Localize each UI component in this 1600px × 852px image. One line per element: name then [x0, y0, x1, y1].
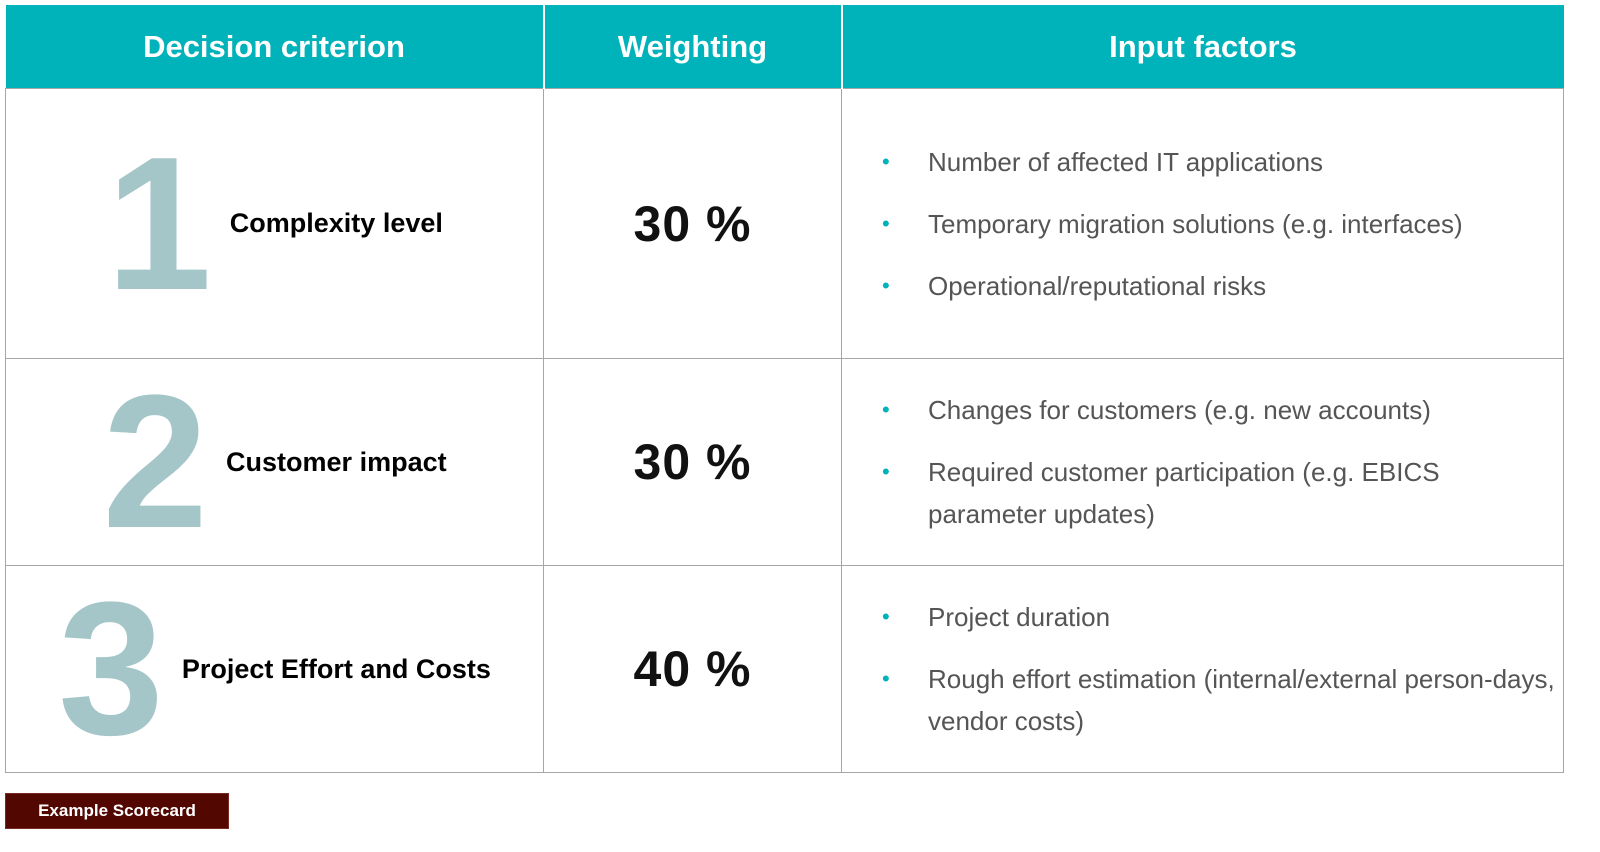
weighting-value: 30 %: [543, 358, 842, 566]
header-criterion: Decision criterion: [5, 5, 545, 89]
factor-item: Number of affected IT applications: [882, 141, 1563, 183]
factors-cell: Number of affected IT applications Tempo…: [841, 88, 1564, 359]
factor-item: Rough effort estimation (internal/extern…: [882, 658, 1563, 742]
factor-item: Temporary migration solutions (e.g. inte…: [882, 203, 1563, 245]
header-weighting: Weighting: [542, 5, 843, 89]
row-number: 2: [102, 356, 209, 568]
criterion-content: 1 Complexity level: [6, 129, 543, 319]
row-number: 3: [58, 563, 164, 775]
criterion-cell: 1 Complexity level: [5, 88, 544, 359]
row-number: 1: [106, 117, 212, 330]
factors-cell: Project duration Rough effort estimation…: [841, 565, 1564, 773]
factor-item: Operational/reputational risks: [882, 265, 1563, 307]
factor-item: Project duration: [882, 596, 1563, 638]
caption-label: Example Scorecard: [5, 793, 229, 829]
criterion-label: Complexity level: [229, 208, 443, 238]
factor-item: Required customer participation (e.g. EB…: [882, 451, 1563, 535]
factors-cell: Changes for customers (e.g. new accounts…: [841, 358, 1564, 566]
table-row: 3 Project Effort and Costs 40 % Project …: [5, 565, 1564, 773]
criterion-content: 3 Project Effort and Costs: [6, 574, 543, 764]
factor-item: Changes for customers (e.g. new accounts…: [882, 389, 1563, 431]
criterion-cell: 3 Project Effort and Costs: [5, 565, 544, 773]
weighting-value: 30 %: [543, 88, 842, 359]
table-row: 1 Complexity level 30 % Number of affect…: [5, 88, 1564, 359]
header-row: Decision criterion Weighting Input facto…: [5, 5, 1564, 89]
criterion-content: 2 Customer impact: [6, 367, 543, 557]
criterion-label: Project Effort and Costs: [181, 653, 491, 684]
criterion-label: Customer impact: [226, 446, 447, 477]
scorecard-table: Decision criterion Weighting Input facto…: [5, 5, 1564, 773]
weighting-value: 40 %: [543, 565, 842, 773]
criterion-cell: 2 Customer impact: [5, 358, 544, 566]
header-factors: Input factors: [840, 5, 1564, 89]
table-row: 2 Customer impact 30 % Changes for custo…: [5, 358, 1564, 566]
